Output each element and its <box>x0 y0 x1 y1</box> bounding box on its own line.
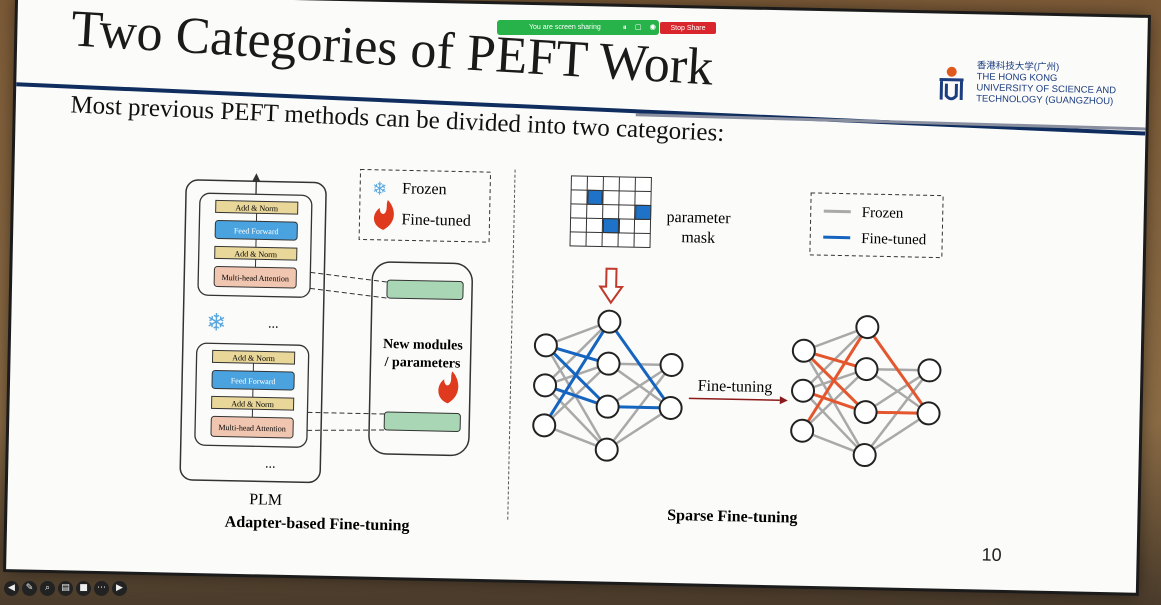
ellipsis: ... <box>265 457 276 472</box>
adapter-module-upper <box>386 279 464 301</box>
ellipsis: ... <box>268 317 279 332</box>
attention-label: Multi-head Attention <box>221 273 289 283</box>
parameter-mask-label-2: mask <box>681 229 715 247</box>
sparse-legend-frozen: Frozen <box>862 205 904 222</box>
legend-finetuned-label: Fine-tuned <box>401 211 471 229</box>
plm-label: PLM <box>249 491 282 509</box>
transformer-block-lower <box>194 342 310 448</box>
sharing-controls-icon[interactable]: ⏸ ▢ ◉ <box>622 22 659 32</box>
add-norm-label: Add & Norm <box>235 203 279 213</box>
sparse-legend <box>809 192 944 259</box>
feed-forward-label: Feed Forward <box>234 226 279 236</box>
sparse-diagram: parameter mask Frozen Fine-tuned <box>532 175 944 527</box>
university-logo: 香港科技大学(广州) THE HONG KONG UNIVERSITY OF S… <box>936 57 1137 117</box>
adapter-caption: Adapter-based Fine-tuning <box>225 514 410 535</box>
camera-icon[interactable]: ■ <box>76 581 91 596</box>
stop-share-button[interactable]: Stop Share <box>660 22 716 34</box>
zoom-icon[interactable]: ⌕ <box>40 581 55 596</box>
network-after-nodes <box>790 315 942 468</box>
page-number: 10 <box>981 544 1002 565</box>
parameter-mask-label-1: parameter <box>666 209 731 227</box>
flame-icon <box>438 371 459 404</box>
adapter-diagram: Add & Norm Feed Forward Add & Norm Multi… <box>179 168 492 535</box>
logo-line-4: TECHNOLOGY (GUANGZHOU) <box>976 93 1114 108</box>
arrow-head-icon <box>779 396 788 405</box>
adapter-module-lower <box>383 411 461 433</box>
legend-frozen-label: Frozen <box>402 180 447 198</box>
adapter-legend <box>358 168 492 243</box>
sparse-caption: Sparse Fine-tuning <box>667 507 798 527</box>
slide-title: Two Categories of PEFT Work <box>69 0 715 97</box>
screen-sharing-bar[interactable]: You are screen sharing ⏸ ▢ ◉ <box>497 20 659 35</box>
down-arrow-icon <box>598 267 625 305</box>
new-modules-box <box>368 261 473 457</box>
new-modules-label-1: New modules <box>383 337 464 354</box>
screen-sharing-status: You are screen sharing <box>529 24 601 31</box>
network-before-finetuned-edges <box>542 320 672 427</box>
previous-slide-icon[interactable]: ◀ <box>4 581 19 596</box>
presentation-toolbar: ◀ ✎ ⌕ ▤ ■ ⋯ ▶ <box>4 581 127 596</box>
network-before-nodes <box>532 309 684 462</box>
attention-label: Multi-head Attention <box>218 423 286 433</box>
legend-flame-icon <box>374 200 394 230</box>
slide-screen: Two Categories of PEFT Work Most previou… <box>6 0 1148 593</box>
snowflake-icon: ❄ <box>206 309 227 336</box>
subtitles-icon[interactable]: ▤ <box>58 581 73 596</box>
add-norm-label: Add & Norm <box>232 353 276 363</box>
new-modules-label-2: / parameters <box>383 355 461 372</box>
add-norm-label: Add & Norm <box>231 399 275 409</box>
finetuning-arrow <box>688 397 780 402</box>
add-norm-label: Add & Norm <box>234 249 278 259</box>
pen-icon[interactable]: ✎ <box>22 581 37 596</box>
parameter-mask-grid <box>569 175 652 249</box>
university-logo-icon <box>939 66 964 101</box>
section-divider <box>507 169 516 520</box>
sparse-legend-finetuned: Fine-tuned <box>861 231 927 248</box>
legend-snowflake-icon: ❄ <box>372 179 388 199</box>
next-slide-icon[interactable]: ▶ <box>112 581 127 596</box>
finetuning-arrow-label: Fine-tuning <box>698 378 773 397</box>
feed-forward-label: Feed Forward <box>231 376 276 386</box>
more-options-icon[interactable]: ⋯ <box>94 581 109 596</box>
